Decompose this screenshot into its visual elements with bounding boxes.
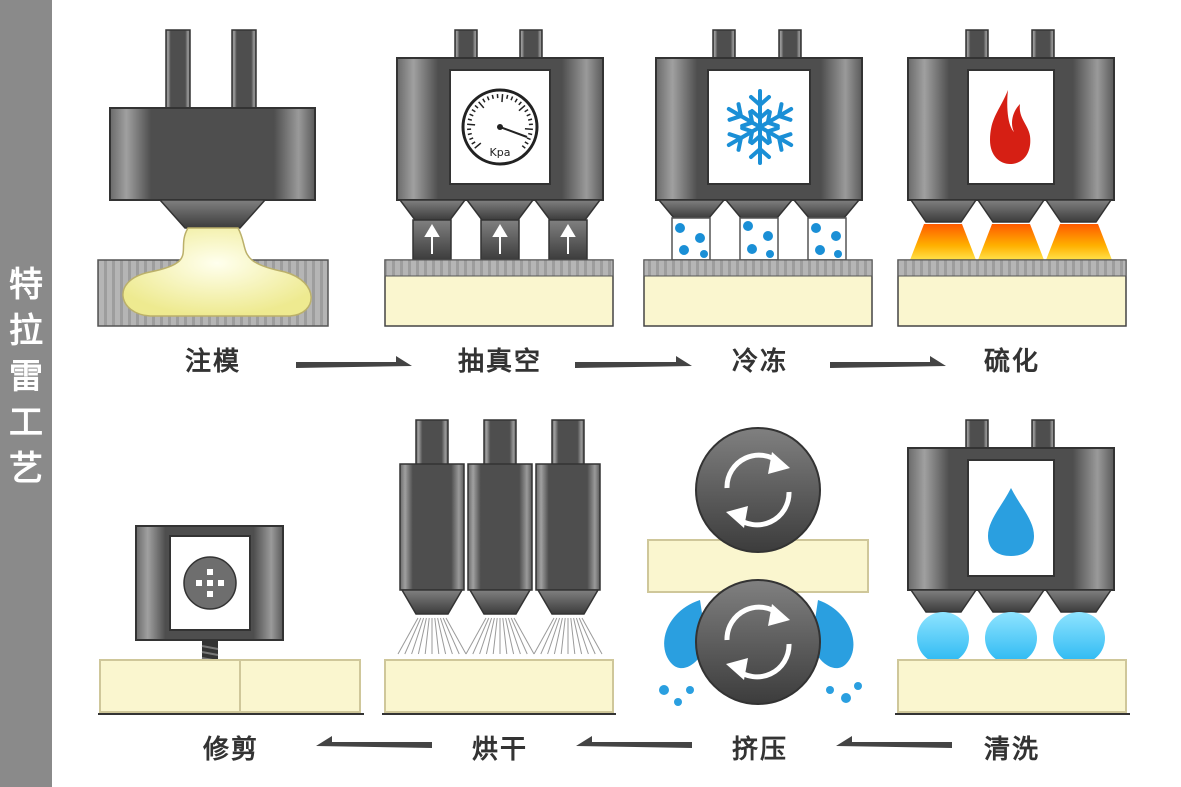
water-drop-icon <box>988 488 1034 556</box>
title-char: 拉 <box>9 311 43 351</box>
step-dry <box>382 419 616 715</box>
step-label-wash: 清洗 <box>983 735 1041 765</box>
title-char: 工 <box>9 403 43 443</box>
step-label-dry: 烘干 <box>471 735 529 765</box>
flow-arrow-left <box>576 736 692 748</box>
flow-arrow-right <box>575 356 692 368</box>
dryer-nozzle-icon <box>397 419 603 655</box>
title-char: 艺 <box>9 449 43 489</box>
step-label-freeze: 冷冻 <box>731 347 789 377</box>
rotating-roller-icon <box>695 579 821 705</box>
step-wash <box>895 419 1130 715</box>
pressure-gauge-icon: Kpa <box>461 88 539 166</box>
flow-arrow-right <box>296 356 412 368</box>
sidebar: 特 拉 雷 工 艺 <box>0 0 52 787</box>
flow-arrow-left <box>316 736 432 748</box>
step-vacuum: Kpa <box>384 29 614 327</box>
injection-nozzle-icon <box>109 29 316 229</box>
flow-arrows <box>296 356 952 748</box>
flame-icon <box>990 90 1031 164</box>
flow-arrow-right <box>830 356 946 368</box>
step-inject <box>97 29 329 327</box>
snowflake-icon <box>726 89 794 165</box>
trimming-blade-icon <box>183 556 237 610</box>
title-char: 特 <box>9 265 43 305</box>
step-label-vacuum: 抽真空 <box>457 347 543 377</box>
step-freeze <box>643 29 873 327</box>
step-squeeze <box>647 427 869 706</box>
process-title: 特 拉 雷 工 艺 <box>0 262 52 492</box>
step-trim <box>98 525 364 715</box>
step-label-trim: 修剪 <box>202 735 260 765</box>
step-label-vulcanize: 硫化 <box>983 347 1041 377</box>
title-char: 雷 <box>9 357 43 397</box>
step-vulcanize <box>897 29 1127 327</box>
flow-arrow-left <box>836 736 952 748</box>
rotating-roller-icon <box>695 427 821 553</box>
step-label-inject: 注模 <box>184 347 242 377</box>
step-label-squeeze: 挤压 <box>731 735 789 765</box>
gauge-unit: Kpa <box>490 146 511 159</box>
